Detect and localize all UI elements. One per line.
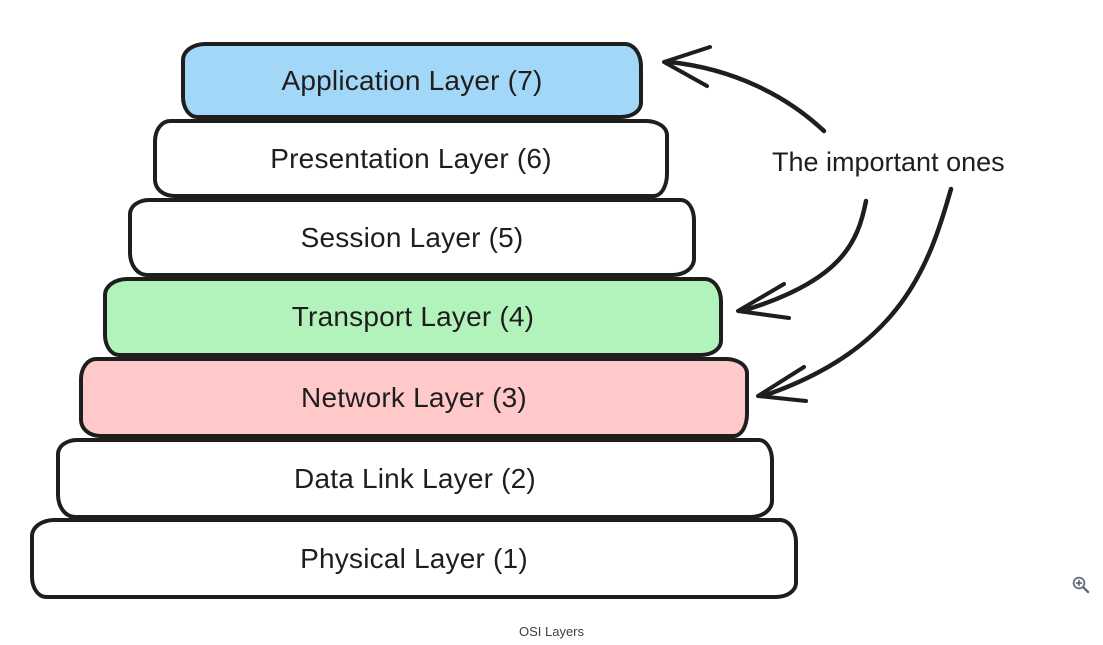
layer-physical: Physical Layer (1) (30, 518, 798, 599)
zoom-in-icon[interactable] (1069, 573, 1093, 597)
layer-presentation-label: Presentation Layer (6) (270, 142, 552, 174)
layer-network-label: Network Layer (3) (301, 381, 527, 413)
arrow-to-application (662, 45, 827, 134)
layer-transport: Transport Layer (4) (103, 277, 723, 357)
diagram-caption: OSI Layers (518, 624, 585, 639)
layer-application: Application Layer (7) (181, 42, 643, 119)
arrow-to-network (756, 186, 954, 403)
layer-datalink-label: Data Link Layer (2) (294, 462, 536, 494)
layer-application-label: Application Layer (7) (281, 64, 543, 96)
layer-datalink: Data Link Layer (2) (56, 438, 774, 519)
annotation-important-ones: The important ones (772, 147, 1005, 177)
layer-session: Session Layer (5) (128, 198, 696, 277)
arrow-to-transport (736, 198, 869, 320)
layer-network: Network Layer (3) (79, 357, 749, 438)
layer-transport-label: Transport Layer (4) (291, 301, 535, 332)
layer-physical-label: Physical Layer (1) (300, 542, 528, 574)
layer-session-label: Session Layer (5) (300, 221, 524, 253)
layer-presentation: Presentation Layer (6) (153, 119, 669, 198)
